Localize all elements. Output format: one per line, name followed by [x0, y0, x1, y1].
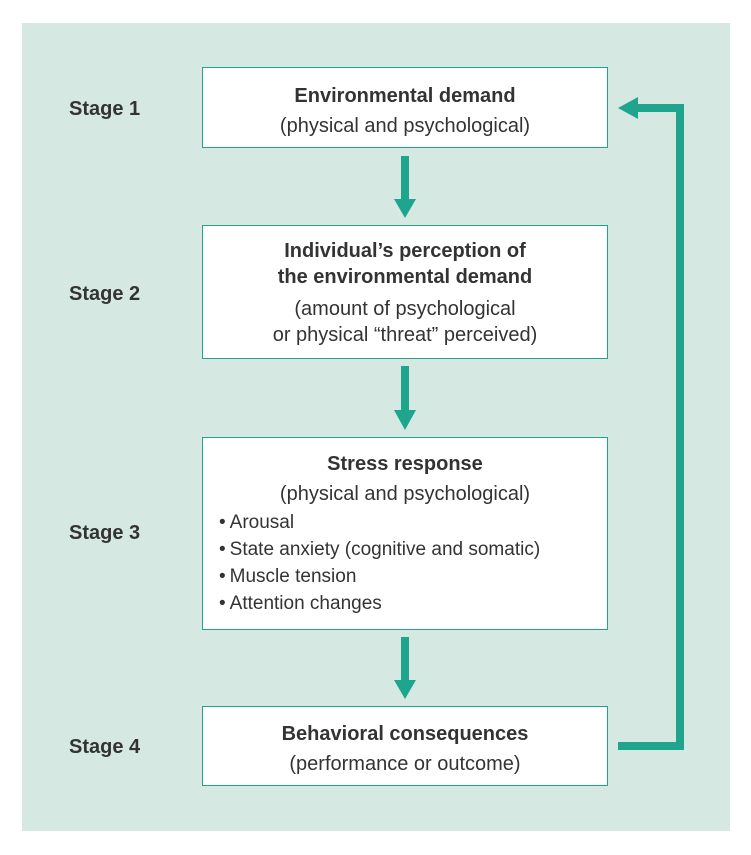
- stage-4-subtitle: (performance or outcome): [289, 753, 521, 775]
- stage-2-subtitle-line-2: or physical “threat” perceived): [272, 324, 538, 346]
- stage-4-label: Stage 4: [69, 736, 141, 758]
- stage-3-box: Stress response (physical and psychologi…: [202, 437, 608, 630]
- stage-2-label: Stage 2: [69, 283, 141, 305]
- stage-3-label: Stage 3: [69, 522, 141, 544]
- stage-4-title: Behavioral consequences: [281, 723, 529, 745]
- stage-2-title-line-1: Individual’s perception of: [284, 240, 526, 262]
- arrow-stage-2-to-3: [394, 366, 416, 430]
- stage-1-box: Environmental demand (physical and psych…: [202, 67, 608, 148]
- list-item: •Arousal: [219, 512, 295, 533]
- arrow-stage-1-to-2: [394, 156, 416, 218]
- stage-2-box: Individual’s perception of the environme…: [202, 225, 608, 359]
- list-item: •Attention changes: [219, 593, 382, 614]
- stage-4-box: Behavioral consequences (performance or …: [202, 706, 608, 786]
- stage-3-title: Stress response: [327, 453, 483, 475]
- list-item: •State anxiety (cognitive and somatic): [219, 539, 541, 560]
- list-item: •Muscle tension: [219, 566, 357, 587]
- arrow-stage-3-to-4: [394, 637, 416, 699]
- stage-3-bullet-list: •Arousal •State anxiety (cognitive and s…: [203, 509, 607, 617]
- stage-2-title-line-2: the environmental demand: [277, 266, 533, 288]
- feedback-arrow: [618, 97, 684, 750]
- stage-1-subtitle: (physical and psychological): [279, 115, 531, 137]
- stage-2-subtitle-line-1: (amount of psychological: [294, 298, 516, 320]
- stage-1-label: Stage 1: [69, 98, 141, 120]
- diagram-panel: [22, 23, 730, 831]
- stage-3-subtitle: (physical and psychological): [279, 483, 531, 505]
- stage-1-title: Environmental demand: [294, 85, 516, 107]
